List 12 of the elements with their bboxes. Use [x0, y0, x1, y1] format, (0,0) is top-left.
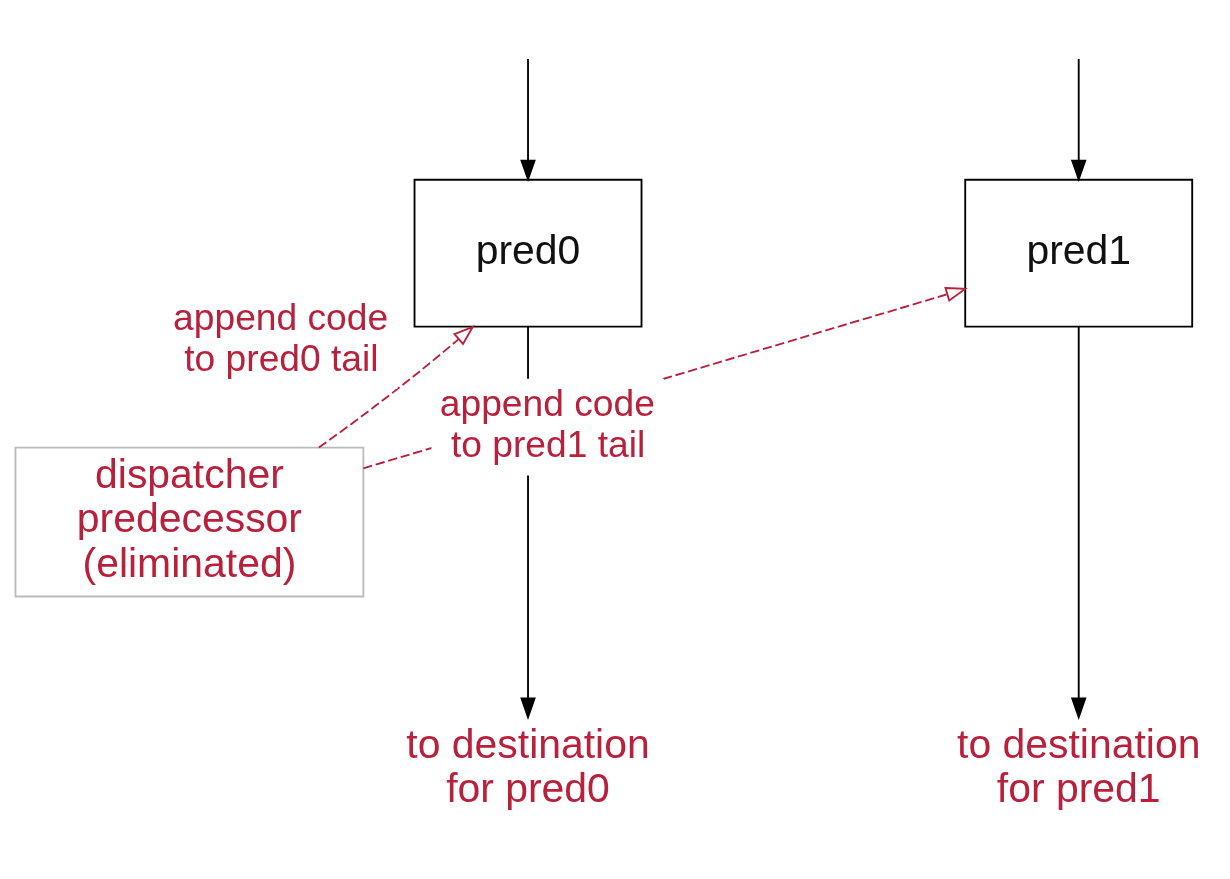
node-text: to destination for pred0 [406, 720, 650, 812]
arrow [1070, 325, 1087, 720]
arrow [1070, 58, 1087, 183]
arrow [362, 287, 968, 470]
edge-label: append code to pred0 tail [173, 295, 389, 379]
node-box: pred1 [964, 178, 1194, 328]
arrow [520, 58, 536, 183]
node-box: pred0 [413, 178, 643, 328]
node-box: dispatcher predecessor (eliminated) [14, 446, 365, 598]
node-text: to destination for pred1 [957, 720, 1201, 812]
arrow [317, 324, 475, 449]
edge-label: append code to pred1 tail [439, 381, 655, 465]
